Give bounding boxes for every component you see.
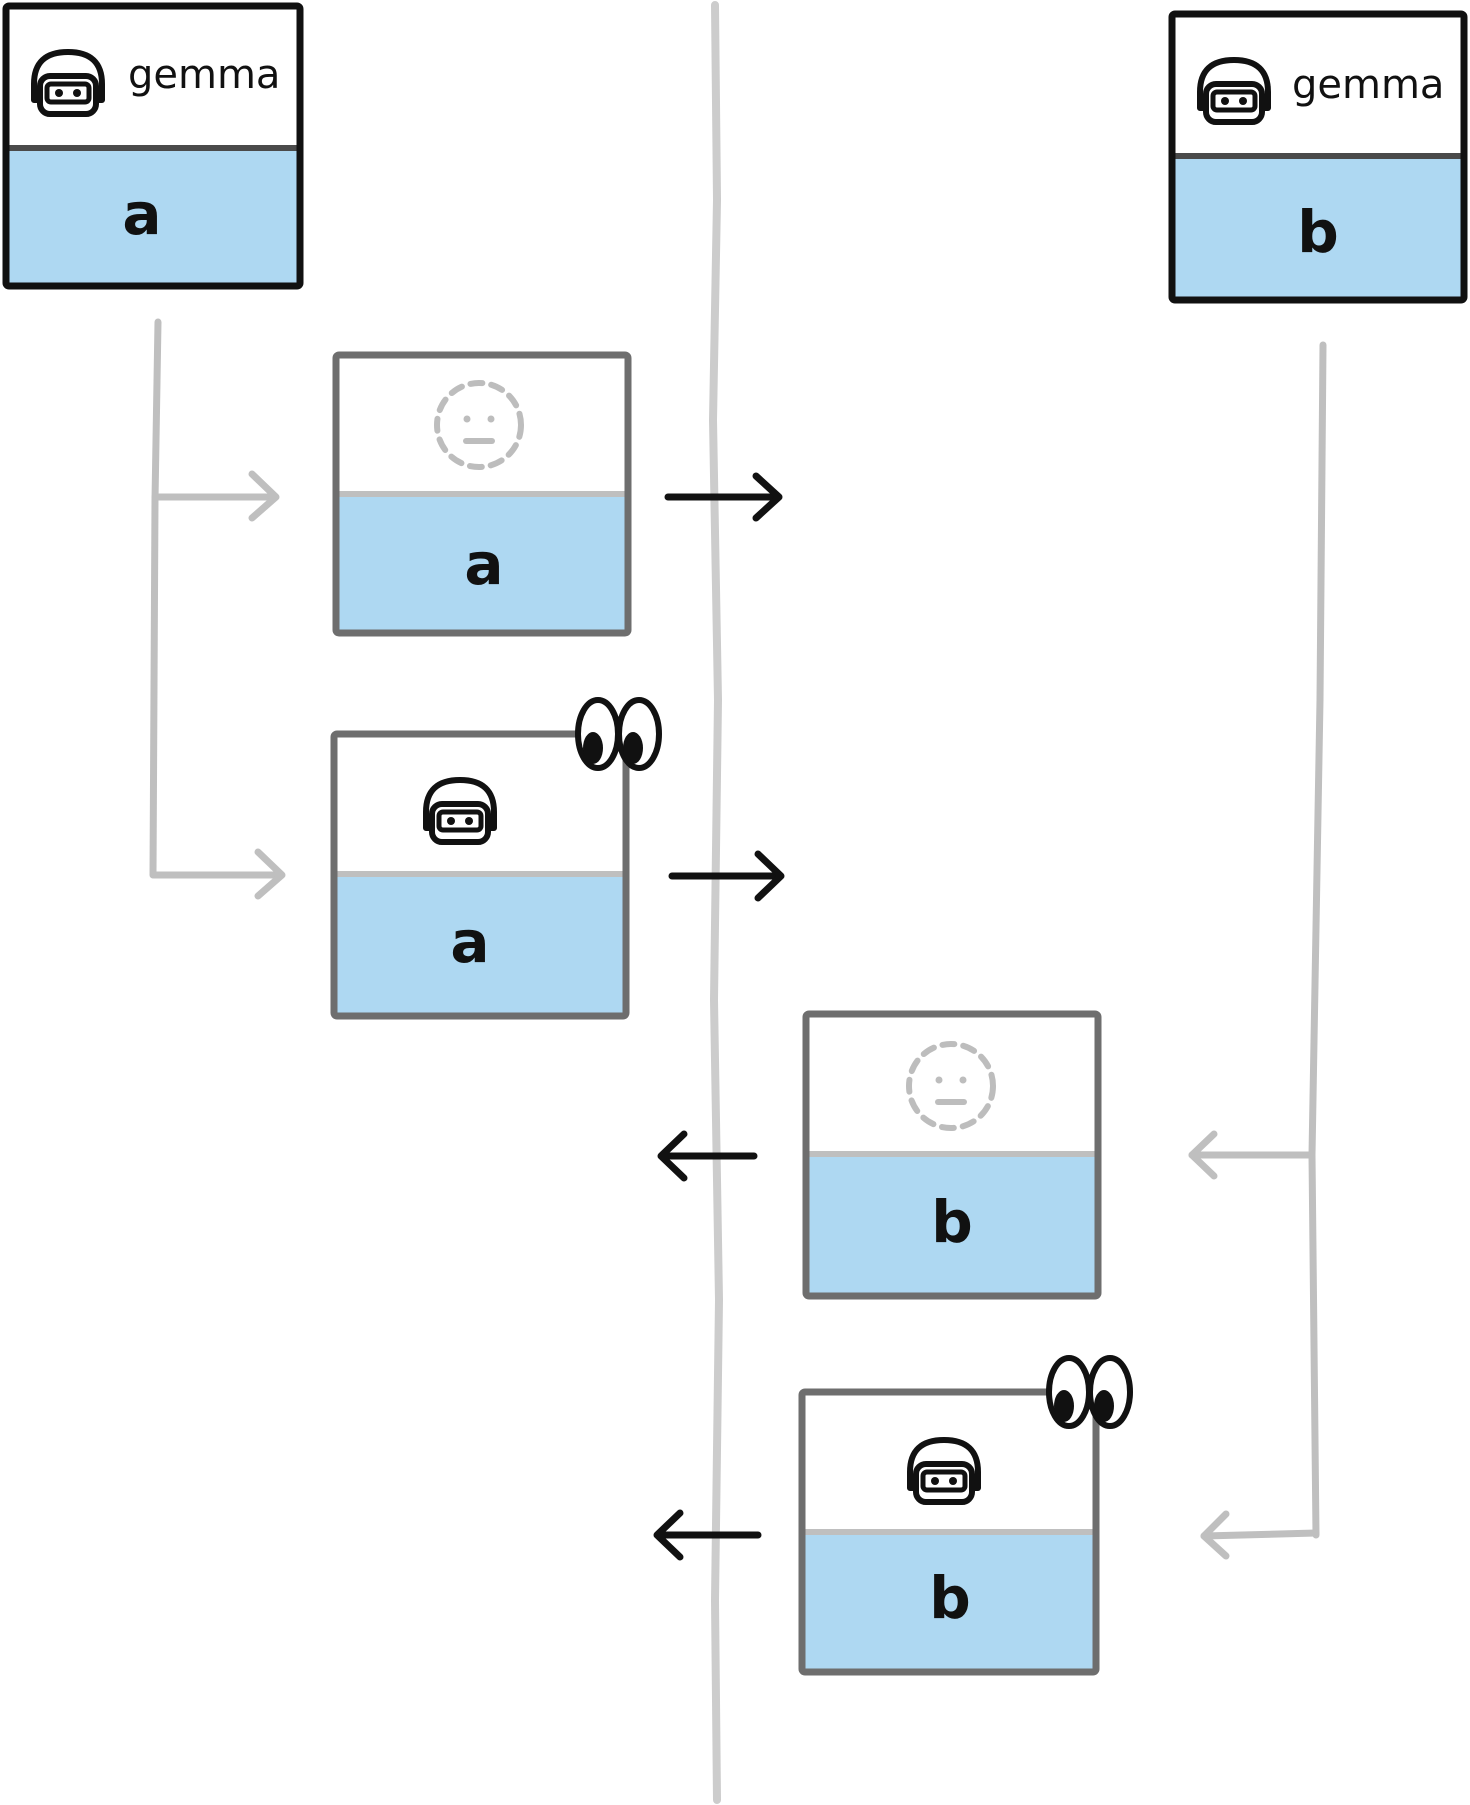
arrow-left-1 — [657, 1130, 758, 1182]
robot-head-icon — [34, 52, 102, 114]
arrow-left-2 — [653, 1509, 762, 1561]
robot-head-icon — [426, 780, 494, 842]
robot-head-icon — [1200, 60, 1268, 122]
header-left-brand: gemma — [128, 52, 280, 98]
right-connector — [1188, 341, 1327, 1560]
card-a-anonymous-value: a — [464, 530, 503, 598]
left-connector — [149, 318, 286, 900]
arrow-right-1 — [664, 472, 783, 522]
header-right-value: b — [1297, 198, 1339, 266]
card-a-anonymous: a — [332, 351, 632, 637]
header-left: gemma a — [2, 2, 304, 290]
header-left-value: a — [122, 180, 161, 248]
card-a-identified-value: a — [450, 908, 489, 976]
card-b-identified: b — [798, 1358, 1130, 1676]
card-a-identified: a — [330, 700, 659, 1020]
center-divider — [708, 1, 724, 1804]
header-right: gemma b — [1168, 10, 1468, 304]
arrow-right-2 — [668, 850, 785, 902]
robot-head-icon — [910, 1440, 978, 1502]
card-b-identified-value: b — [929, 1564, 971, 1632]
card-b-anonymous-value: b — [931, 1188, 973, 1256]
header-right-brand: gemma — [1292, 62, 1444, 108]
card-b-anonymous: b — [802, 1010, 1102, 1300]
